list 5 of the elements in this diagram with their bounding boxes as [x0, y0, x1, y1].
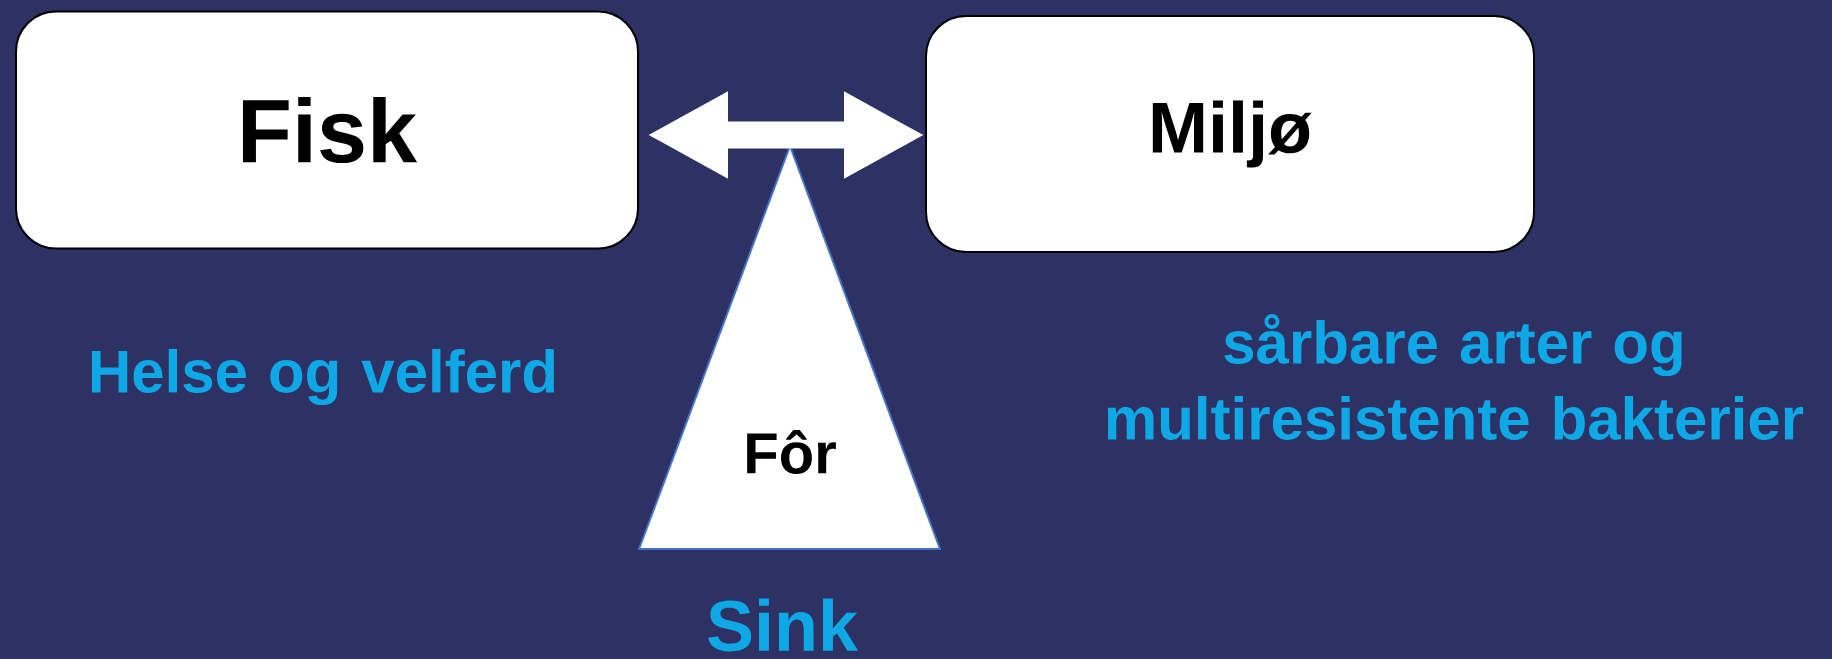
caption-text: Sink — [708, 598, 859, 652]
caption-text: sårbare arter og multiresistente bakterier — [1107, 314, 1804, 440]
rounded-box: Fisk — [15, 10, 639, 250]
caption-text: Helse og velferd — [91, 348, 555, 406]
rounded-box: Miljø — [925, 15, 1535, 253]
